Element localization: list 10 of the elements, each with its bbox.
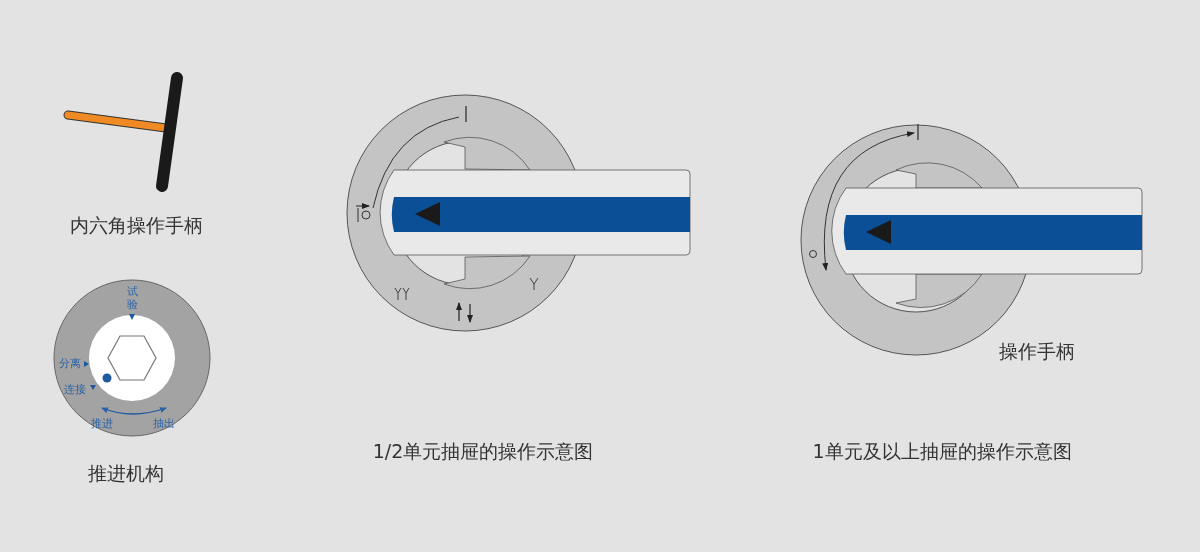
dial-label: 试验 (126, 286, 138, 312)
caption: 1/2单元抽屉的操作示意图 (372, 441, 594, 463)
dial-label: 抽出 (153, 417, 175, 431)
caption: 推进机构 (88, 463, 164, 485)
caption: 1单元及以上抽屉的操作示意图 (812, 441, 1072, 463)
dial-label: 推进 (91, 417, 113, 431)
caption: 操作手柄 (999, 341, 1075, 363)
dial-label: 连接 (64, 383, 86, 397)
dial-label: 分离 (59, 357, 81, 371)
caption: 内六角操作手柄 (69, 215, 203, 237)
